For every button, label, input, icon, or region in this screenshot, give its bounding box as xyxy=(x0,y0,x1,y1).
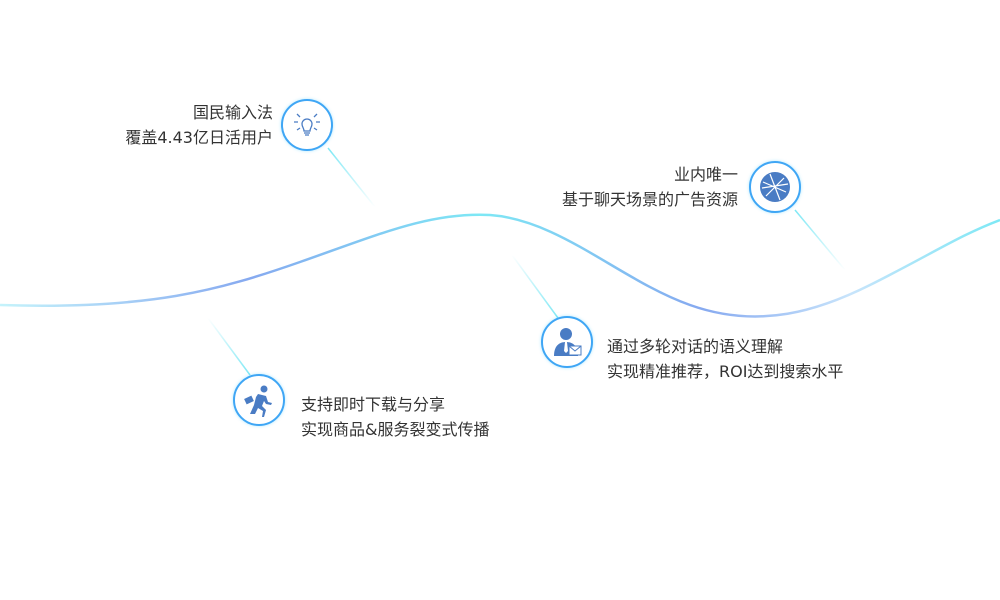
globe-icon xyxy=(749,161,801,213)
feature-text-input-method: 国民输入法覆盖4.43亿日活用户 xyxy=(125,103,273,147)
feature-text-sharing: 支持即时下载与分享实现商品&服务裂变式传播 xyxy=(301,395,490,439)
lightbulb-icon xyxy=(281,99,333,151)
feature-text-semantic: 通过多轮对话的语义理解实现精准推荐，ROI达到搜索水平 xyxy=(607,337,844,381)
feature-text-ad-resource: 业内唯一基于聊天场景的广告资源 xyxy=(561,165,738,209)
running-person-icon xyxy=(233,374,285,426)
business-person-mail-icon xyxy=(541,316,593,368)
